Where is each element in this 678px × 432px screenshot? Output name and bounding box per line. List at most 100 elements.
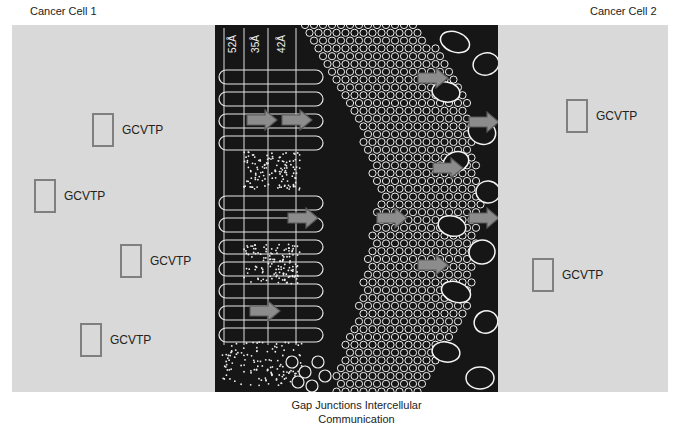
particle-dot bbox=[282, 178, 284, 180]
particle-dot bbox=[292, 276, 294, 278]
connexon bbox=[409, 162, 416, 169]
particle-dot bbox=[288, 276, 290, 278]
particle-dot bbox=[298, 189, 300, 191]
connexon bbox=[409, 25, 416, 29]
particle-dot bbox=[272, 366, 274, 368]
connexon bbox=[396, 279, 403, 286]
connexon bbox=[445, 209, 452, 216]
connexon bbox=[405, 326, 412, 333]
connexon bbox=[418, 271, 425, 278]
particle-dot bbox=[262, 180, 264, 182]
connexon bbox=[328, 53, 335, 60]
particle-dot bbox=[285, 172, 287, 174]
connexon bbox=[450, 138, 457, 145]
particle-dot bbox=[252, 162, 254, 164]
connexon bbox=[445, 255, 452, 262]
connexon bbox=[364, 365, 371, 372]
connexon bbox=[400, 271, 407, 278]
connexon bbox=[391, 333, 398, 340]
particle-dot bbox=[250, 281, 252, 283]
particle-dot bbox=[289, 260, 291, 262]
connexon bbox=[391, 287, 398, 294]
connexon bbox=[414, 341, 421, 348]
membrane-tube bbox=[219, 262, 323, 276]
vesicle bbox=[306, 380, 318, 392]
particle-dot bbox=[262, 268, 264, 270]
connexon bbox=[369, 248, 376, 255]
connexon bbox=[360, 279, 367, 286]
connexon bbox=[418, 193, 425, 200]
particle-dot bbox=[282, 279, 284, 281]
connexon bbox=[400, 115, 407, 122]
connexon bbox=[364, 271, 371, 278]
cell-outline bbox=[437, 27, 472, 56]
connexon bbox=[459, 138, 466, 145]
particle-dot bbox=[252, 186, 254, 188]
connexon bbox=[423, 45, 430, 52]
connexon bbox=[405, 279, 412, 286]
connexon bbox=[427, 318, 434, 325]
particle-dot bbox=[297, 245, 299, 247]
particle-dot bbox=[293, 186, 295, 188]
particle-dot bbox=[248, 151, 250, 153]
connexon bbox=[409, 84, 416, 91]
connexon bbox=[427, 99, 434, 106]
connexon bbox=[387, 123, 394, 130]
connexon bbox=[441, 201, 448, 208]
connexon bbox=[373, 25, 380, 29]
flow-arrow bbox=[433, 158, 463, 178]
connexon bbox=[454, 193, 461, 200]
connexon bbox=[441, 123, 448, 130]
connexon bbox=[409, 177, 416, 184]
connexon bbox=[373, 271, 380, 278]
membrane-tubes bbox=[219, 70, 323, 342]
connexon bbox=[382, 287, 389, 294]
particle-dot bbox=[274, 259, 276, 261]
particle-dot bbox=[265, 380, 267, 382]
connexon bbox=[418, 209, 425, 216]
connexon bbox=[333, 388, 340, 392]
connexon bbox=[409, 271, 416, 278]
particle-dot bbox=[279, 173, 281, 175]
particle-dot bbox=[299, 355, 301, 357]
connexon bbox=[360, 60, 367, 67]
particle-dot bbox=[280, 167, 282, 169]
particle-dot bbox=[272, 348, 274, 350]
particle-dots bbox=[222, 151, 303, 387]
connexon bbox=[400, 37, 407, 44]
connexon bbox=[400, 131, 407, 138]
connexon bbox=[369, 92, 376, 99]
vesicle bbox=[286, 356, 298, 368]
connexon bbox=[378, 60, 385, 67]
particle-dot bbox=[286, 167, 288, 169]
connexon bbox=[369, 123, 376, 130]
connexon bbox=[378, 372, 385, 379]
connexon bbox=[414, 154, 421, 161]
connexon bbox=[391, 162, 398, 169]
particle-dot bbox=[253, 252, 255, 254]
particle-dot bbox=[255, 253, 257, 255]
particle-dot bbox=[289, 256, 291, 258]
connexon bbox=[468, 279, 475, 286]
particle-dot bbox=[257, 277, 259, 279]
connexon bbox=[342, 92, 349, 99]
particle-dot bbox=[248, 155, 250, 157]
connexon bbox=[387, 388, 394, 392]
connexon bbox=[414, 201, 421, 208]
particle-dot bbox=[257, 179, 259, 181]
particle-dot bbox=[256, 369, 258, 371]
connexon bbox=[441, 60, 448, 67]
connexon bbox=[459, 185, 466, 192]
particle-dot bbox=[265, 257, 267, 259]
connexon bbox=[373, 240, 380, 247]
particle-dot bbox=[291, 175, 293, 177]
connexon bbox=[369, 29, 376, 36]
connexon bbox=[432, 326, 439, 333]
connexon bbox=[351, 388, 358, 392]
connexon bbox=[414, 294, 421, 301]
dimension-label: 52Å bbox=[227, 33, 239, 55]
connexon bbox=[423, 326, 430, 333]
connexon bbox=[378, 388, 385, 392]
particle-dot bbox=[280, 171, 282, 173]
molecule-label: GCVTP bbox=[596, 109, 637, 124]
